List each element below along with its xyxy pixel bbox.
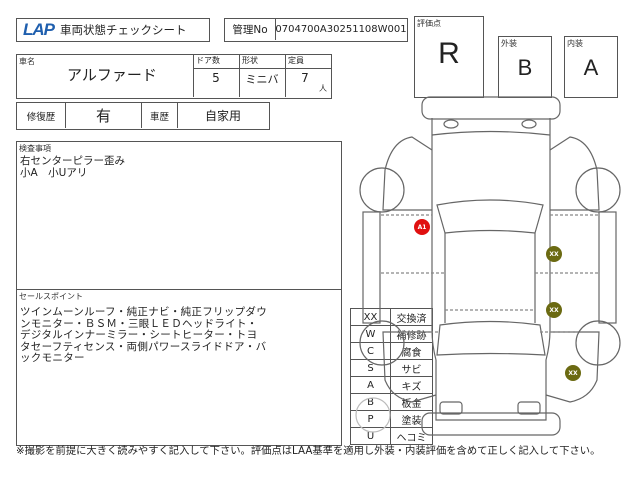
roof-sides <box>444 233 536 323</box>
damage-marker: XX <box>565 365 581 381</box>
interior-grade-box: 内装 A <box>564 36 618 98</box>
vehicle-box: 車名 アルファード ドア数 形状 定員 5 ミニバ 7 人 <box>16 54 332 99</box>
spare-tire <box>355 397 391 433</box>
doors-label: ドア数 <box>196 56 220 65</box>
inspection-label: 検査事項 <box>19 144 51 153</box>
shape-label: 形状 <box>242 56 258 65</box>
body-outline <box>431 118 551 421</box>
inspection-line: 右センターピラー歪み <box>20 155 125 167</box>
doors-value: 5 <box>212 71 220 85</box>
overall-grade-label: 評価点 <box>417 19 441 28</box>
legend-code: U <box>350 427 391 445</box>
capacity-value: 7 <box>301 71 309 85</box>
left-rear-fender <box>382 331 437 403</box>
damage-marker: A1 <box>414 219 430 235</box>
exterior-grade-label: 外装 <box>501 39 517 48</box>
capacity-label: 定員 <box>288 56 304 65</box>
inspection-box: 検査事項 右センターピラー歪み 小A 小Uアリ <box>16 141 342 291</box>
left-taillight <box>439 401 463 415</box>
windshield <box>436 199 544 234</box>
management-number-box: 管理No 0704700A30251108W001 <box>224 18 408 42</box>
usage-history-label: 車歴 <box>141 103 177 128</box>
rear-bumper <box>421 412 561 436</box>
left-headlight <box>443 119 459 129</box>
sales-points-label: セールスポイント <box>19 292 83 301</box>
interior-grade-label: 内装 <box>567 39 583 48</box>
overall-grade: R <box>438 37 460 70</box>
usage-history-value: 自家用 <box>177 103 268 128</box>
repair-history-label: 修復歴 <box>26 111 56 123</box>
right-headlight <box>521 119 537 129</box>
footer-note: ※撮影を前提に大きく読みやすく記入して下さい。評価点はLAA基準を適用し外装・内… <box>16 445 601 457</box>
right-front-wheel <box>575 167 621 213</box>
legend-meaning: ヘコミ <box>390 427 433 445</box>
left-front-wheel <box>359 167 405 213</box>
damage-marker: XX <box>546 302 562 318</box>
exterior-grade: B <box>517 55 533 80</box>
rear-window <box>436 320 546 356</box>
vehicle-name-label: 車名 <box>19 57 35 66</box>
right-side-sill <box>598 211 617 324</box>
front-bumper <box>421 96 561 120</box>
sales-points-text: ツインムーンルーフ・純正ナビ・純正フリップダウンモニター・ＢＳＭ・三眼ＬＥＤヘッ… <box>20 306 268 364</box>
interior-grade: A <box>583 55 599 80</box>
history-box: 修復歴 有 車歴 自家用 <box>16 102 270 130</box>
lap-logo: LAP <box>23 20 55 39</box>
left-side-sill <box>362 211 381 324</box>
sales-points-box: セールスポイント ツインムーンルーフ・純正ナビ・純正フリップダウンモニター・ＢＳ… <box>16 289 342 446</box>
management-label: 管理No <box>232 24 268 36</box>
inspection-notes: 右センターピラー歪み 小A 小Uアリ <box>20 155 125 179</box>
right-rear-wheel <box>575 320 621 366</box>
right-front-fender <box>549 136 600 211</box>
left-rear-wheel <box>359 320 405 366</box>
right-rear-fender <box>545 331 600 403</box>
title-box: LAP 車両状態チェックシート <box>16 18 210 42</box>
sheet-title: 車両状態チェックシート <box>60 23 187 37</box>
left-front-fender <box>382 136 433 211</box>
right-taillight <box>517 401 541 415</box>
inspection-line: 小A 小Uアリ <box>20 166 88 179</box>
vehicle-name: アルファード <box>67 66 157 84</box>
damage-marker: XX <box>546 246 562 262</box>
capacity-unit: 人 <box>319 84 327 93</box>
repair-history-value: 有 <box>65 103 141 128</box>
hood-line <box>431 130 551 136</box>
management-number: 0704700A30251108W001 <box>275 19 407 40</box>
shape-value: ミニバ <box>245 73 279 86</box>
